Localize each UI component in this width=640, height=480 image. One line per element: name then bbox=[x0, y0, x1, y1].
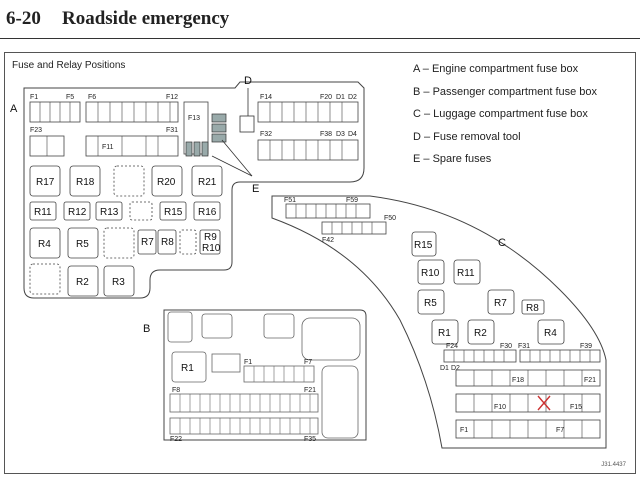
relay-label: R10 bbox=[421, 268, 440, 279]
fuse-label: D2 bbox=[348, 94, 357, 101]
fuse-label: F24 bbox=[446, 343, 458, 350]
fuse-label: F35 bbox=[304, 436, 316, 443]
fuse-label: F10 bbox=[494, 404, 506, 411]
relay-label: R8 bbox=[161, 237, 174, 248]
legend-item-c: C – Luggage compartment fuse box bbox=[413, 108, 588, 120]
callout-e: E bbox=[252, 183, 259, 195]
fuse-label: D1 bbox=[336, 94, 345, 101]
relay-label: R13 bbox=[100, 207, 119, 218]
fuse-label: F59 bbox=[346, 197, 358, 204]
fuse-label: F5 bbox=[66, 94, 74, 101]
relay-label: R10 bbox=[202, 243, 221, 254]
relay-label: R3 bbox=[112, 277, 125, 288]
relay-label: R8 bbox=[526, 303, 539, 314]
fuse-label: D2 bbox=[451, 365, 460, 372]
diagram-subtitle: Fuse and Relay Positions bbox=[12, 60, 126, 71]
relay-label: R5 bbox=[76, 239, 89, 250]
fuse-label: F1 bbox=[30, 94, 38, 101]
relay-label: R11 bbox=[34, 207, 52, 218]
fuse-label: F6 bbox=[88, 94, 96, 101]
fuse-label: F7 bbox=[556, 427, 564, 434]
diagram-frame bbox=[4, 52, 636, 474]
relay-label: R1 bbox=[181, 363, 194, 374]
relay-label: R15 bbox=[414, 240, 433, 251]
legend-item-b: B – Passenger compartment fuse box bbox=[413, 85, 598, 98]
relay-label: R18 bbox=[76, 177, 95, 188]
spare-fuses bbox=[185, 113, 227, 157]
relay-label: R7 bbox=[494, 298, 507, 309]
callout-c: C bbox=[498, 237, 506, 249]
relay-label: R20 bbox=[157, 177, 176, 188]
relay-label: R1 bbox=[438, 328, 451, 339]
legend-item-a: A – Engine compartment fuse box bbox=[413, 63, 579, 75]
image-code: J31.4437 bbox=[601, 462, 626, 468]
relay-label: R4 bbox=[544, 328, 557, 339]
box-a-outline bbox=[23, 81, 365, 299]
fuse-label: F21 bbox=[584, 377, 596, 384]
box-c-outline bbox=[271, 195, 607, 449]
relay-label: R5 bbox=[424, 298, 437, 309]
fuse-label: F15 bbox=[570, 404, 582, 411]
legend-item-e: E – Spare fuses bbox=[413, 153, 492, 165]
callout-d: D bbox=[244, 75, 252, 87]
fuse-label: F11 bbox=[102, 144, 114, 151]
relay-label: R11 bbox=[457, 268, 475, 279]
relay-label: R15 bbox=[164, 207, 183, 218]
box-b-outline bbox=[163, 309, 367, 441]
relay-label: R4 bbox=[38, 239, 51, 250]
fuse-label: F39 bbox=[580, 343, 592, 350]
relay-label: R16 bbox=[198, 207, 217, 218]
fuse-label: F31 bbox=[518, 343, 530, 350]
fuse-label: F18 bbox=[512, 377, 524, 384]
fuse-label: D4 bbox=[348, 131, 357, 138]
fuse-label: F14 bbox=[260, 94, 272, 101]
fuse-label: F51 bbox=[284, 197, 296, 204]
fuse-label: F7 bbox=[304, 359, 312, 366]
relay-label: R9 bbox=[204, 232, 217, 243]
fuse-label: F12 bbox=[166, 94, 178, 101]
fuse-label: D3 bbox=[336, 131, 345, 138]
fuse-label: F30 bbox=[500, 343, 512, 350]
blown-fuse-mark bbox=[537, 395, 551, 411]
fuse-label: F32 bbox=[260, 131, 272, 138]
fuse-label: F50 bbox=[384, 215, 396, 222]
fuse-label: F13 bbox=[188, 115, 200, 122]
fuse-label: F8 bbox=[172, 387, 180, 394]
relay-label: R17 bbox=[36, 177, 55, 188]
fuse-label: F1 bbox=[244, 359, 252, 366]
callout-b: B bbox=[143, 323, 150, 335]
relay-label: R2 bbox=[76, 277, 89, 288]
relay-label: R21 bbox=[198, 177, 217, 188]
legend-item-d: D – Fuse removal tool bbox=[413, 130, 521, 143]
fuse-label: F1 bbox=[460, 427, 468, 434]
fuse-removal-tool bbox=[239, 115, 255, 133]
fuse-label: F42 bbox=[322, 237, 334, 244]
page-header: 6-20 Roadside emergency bbox=[0, 0, 640, 39]
section-number: 6-20 bbox=[6, 8, 41, 29]
fuse-label: F38 bbox=[320, 131, 332, 138]
fuse-label: D1 bbox=[440, 365, 449, 372]
fuse-label: F20 bbox=[320, 94, 332, 101]
fuse-label: F21 bbox=[304, 387, 316, 394]
callout-a: A bbox=[10, 103, 18, 115]
legend: A – Engine compartment fuse box B – Pass… bbox=[413, 58, 597, 171]
relay-label: R7 bbox=[141, 237, 154, 248]
relay-label: R12 bbox=[68, 207, 87, 218]
fuse-label: F31 bbox=[166, 127, 178, 134]
fuse-label: F23 bbox=[30, 127, 42, 134]
relay-label: R2 bbox=[474, 328, 487, 339]
page-title: Roadside emergency bbox=[62, 8, 230, 29]
fuse-label: F22 bbox=[170, 436, 182, 443]
